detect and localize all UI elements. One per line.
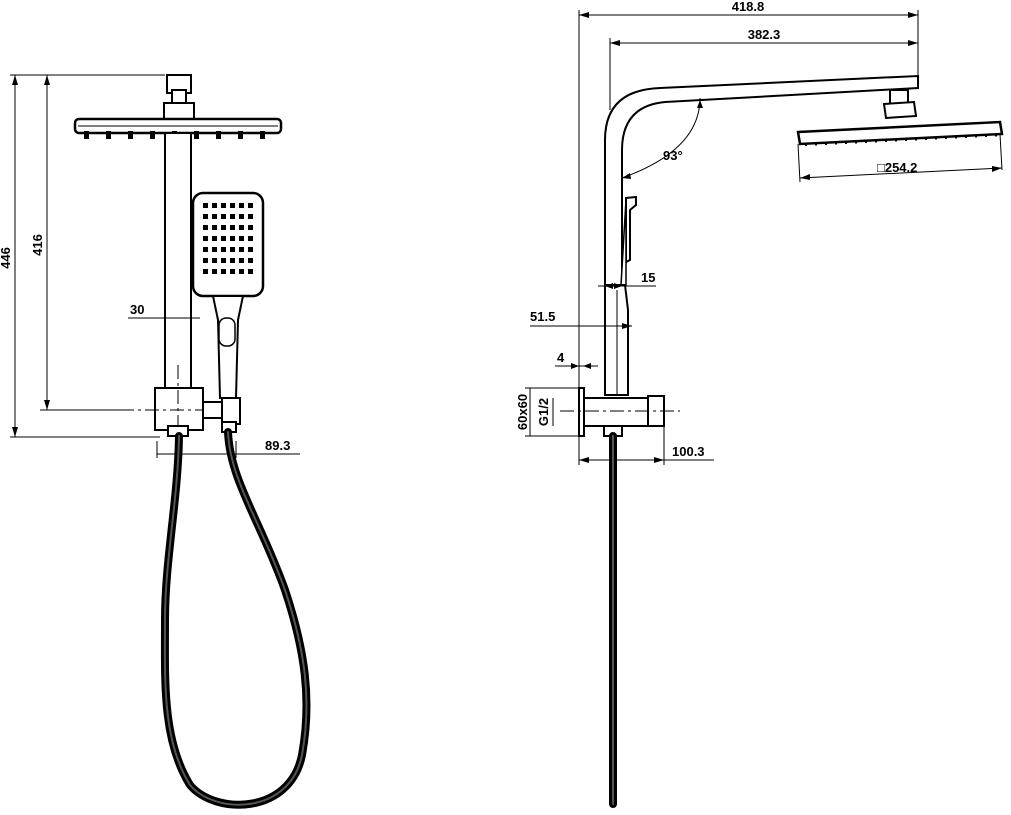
- handset-holder: [221, 397, 241, 425]
- dim-arm-angle: 93°: [621, 97, 703, 179]
- swivel-joint: [171, 89, 187, 105]
- dim-plate-size: 60x60: [515, 387, 579, 437]
- dim-418-8-label: 418.8: [732, 0, 765, 14]
- dim-total-reach: 418.8: [578, 0, 919, 465]
- dim-front-total-height: 446: [0, 74, 165, 438]
- dim-pipe-width: 30: [128, 302, 200, 319]
- dim-446-label: 446: [0, 247, 13, 269]
- head-mount: [163, 102, 195, 120]
- dim-51-5-label: 51.5: [530, 309, 555, 324]
- dim-60x60-label: 60x60: [515, 394, 530, 430]
- hand-shower-front: [191, 191, 265, 399]
- rain-shower-head-front: [73, 117, 283, 139]
- hand-shower-side: [604, 195, 637, 396]
- dim-handset-offset: 51.5: [530, 309, 632, 329]
- dim-handset-thickness: 15: [598, 270, 656, 289]
- dim-254-2-label: □254.2: [877, 160, 917, 175]
- dim-89-3-label: 89.3: [265, 438, 290, 453]
- bracket-body-side: [583, 397, 649, 427]
- dim-g1-2-label: G1/2: [536, 398, 551, 426]
- dim-382-3-label: 382.3: [748, 27, 781, 42]
- dim-30-label: 30: [130, 302, 144, 317]
- dim-15-label: 15: [641, 270, 655, 285]
- front-view: 446 416 30: [0, 74, 311, 809]
- riser-arm-side: [604, 74, 919, 396]
- dim-4-label: 4: [557, 350, 565, 365]
- dim-thread: G1/2: [536, 398, 554, 426]
- dim-arm-reach: 382.3: [609, 27, 918, 110]
- wall-bracket: [154, 387, 204, 431]
- side-view: 418.8 382.3 93° □254.2: [515, 0, 1004, 808]
- hose-front: [160, 428, 311, 809]
- dim-100-3-label: 100.3: [672, 444, 705, 459]
- dim-wall-projection: 100.3: [579, 426, 714, 465]
- riser-pipe: [164, 132, 192, 391]
- dim-front-arm-height: 416: [30, 75, 120, 411]
- dim-416-label: 416: [30, 234, 45, 256]
- dim-93-label: 93°: [663, 148, 683, 163]
- rain-shower-head-side: □254.2: [796, 89, 1004, 183]
- dim-plate-thickness: 4: [555, 350, 598, 369]
